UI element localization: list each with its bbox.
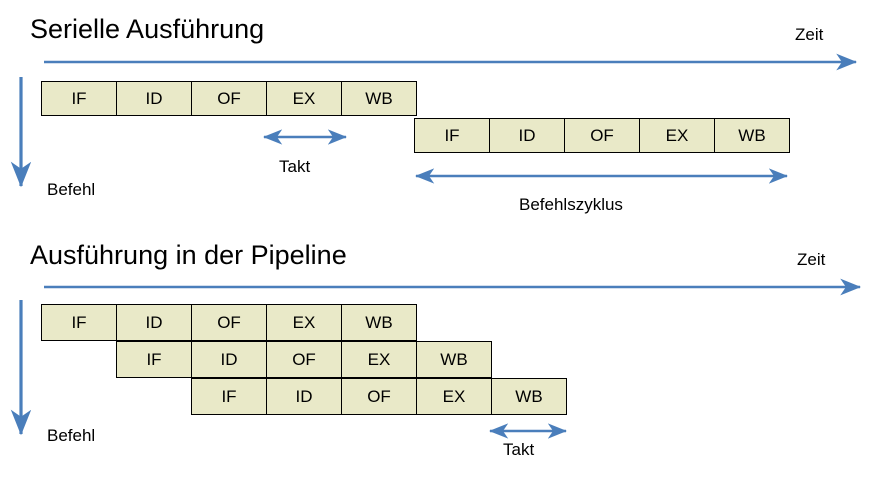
serial-row1-cell-of: OF	[191, 81, 267, 116]
pipeline-row2-cell-if: IF	[116, 341, 192, 378]
pipeline-row2-cell-id: ID	[191, 341, 267, 378]
pipeline-row1-cell-id: ID	[116, 304, 192, 341]
pipeline-row3-cell-id: ID	[266, 378, 342, 415]
clock-label-bottom: Takt	[503, 440, 535, 459]
pipeline-row1-cell-of: OF	[191, 304, 267, 341]
serial-row1-cell-if: IF	[41, 81, 117, 116]
pipeline-row3-cell-of: OF	[341, 378, 417, 415]
serial-row1-cell-id: ID	[116, 81, 192, 116]
pipeline-row2-cell-ex: EX	[341, 341, 417, 378]
section-title-pipeline: Ausführung in der Pipeline	[30, 240, 347, 270]
pipeline-row3-cell-ex: EX	[416, 378, 492, 415]
time-axis-label-bottom: Zeit	[797, 250, 826, 269]
pipeline-row2-cell-of: OF	[266, 341, 342, 378]
time-axis-label-top: Zeit	[795, 25, 824, 44]
pipeline-row2-cell-wb: WB	[416, 341, 492, 378]
serial-row2-cell-of: OF	[564, 118, 640, 153]
serial-row2-cell-id: ID	[489, 118, 565, 153]
instruction-axis-label-bottom: Befehl	[47, 426, 96, 445]
pipeline-row3-cell-wb: WB	[491, 378, 567, 415]
serial-row1-cell-ex: EX	[266, 81, 342, 116]
cycle-label: Befehlszyklus	[519, 195, 623, 214]
serial-row1-cell-wb: WB	[341, 81, 417, 116]
serial-row2-cell-if: IF	[414, 118, 490, 153]
section-title-serial: Serielle Ausführung	[30, 14, 265, 44]
serial-row2-cell-ex: EX	[639, 118, 715, 153]
pipeline-row1-cell-if: IF	[41, 304, 117, 341]
pipeline-row1-cell-wb: WB	[341, 304, 417, 341]
instruction-axis-label-top: Befehl	[47, 180, 96, 199]
serial-row2-cell-wb: WB	[714, 118, 790, 153]
pipeline-row1-cell-ex: EX	[266, 304, 342, 341]
clock-label-top: Takt	[279, 157, 311, 176]
pipeline-row3-cell-if: IF	[191, 378, 267, 415]
